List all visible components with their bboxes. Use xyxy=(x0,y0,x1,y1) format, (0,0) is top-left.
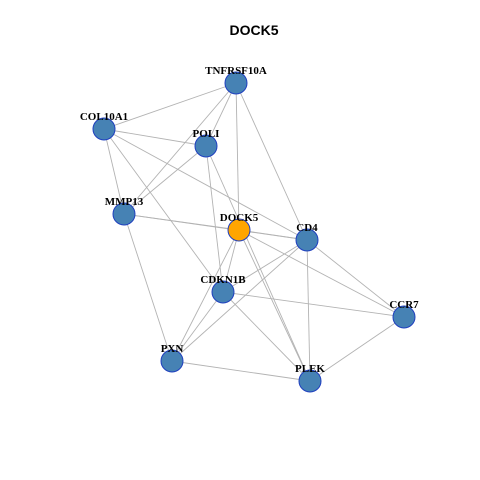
node-cdkn1b xyxy=(211,280,235,304)
node-label-col10a1: COL10A1 xyxy=(80,111,128,123)
node-dock5 xyxy=(227,218,251,242)
node-mmp13 xyxy=(112,202,136,226)
edge-cd4-pxn xyxy=(171,239,308,362)
edge-poli-mmp13 xyxy=(123,145,207,215)
node-ccr7 xyxy=(392,305,416,329)
node-label-dock5: DOCK5 xyxy=(220,212,259,224)
edge-tnfrsf10a-cd4 xyxy=(235,82,308,241)
node-label-plek: PLEK xyxy=(295,363,325,375)
node-label-pxn: PXN xyxy=(161,343,184,355)
node-label-poli: POLI xyxy=(193,128,220,140)
node-label-tnfrsf10a: TNFRSF10A xyxy=(205,65,267,77)
edge-layer xyxy=(103,82,405,382)
node-layer xyxy=(92,71,416,393)
edge-col10a1-mmp13 xyxy=(103,128,125,215)
edge-cdkn1b-pxn xyxy=(171,291,224,362)
node-tnfrsf10a xyxy=(224,71,248,95)
edge-col10a1-poli xyxy=(103,128,207,147)
node-label-mmp13: MMP13 xyxy=(105,196,144,208)
node-pxn xyxy=(160,349,184,373)
edge-tnfrsf10a-poli xyxy=(205,82,237,147)
edge-tnfrsf10a-col10a1 xyxy=(103,82,237,130)
node-col10a1 xyxy=(92,117,116,141)
edge-cdkn1b-plek xyxy=(222,291,311,382)
edge-cdkn1b-ccr7 xyxy=(222,291,405,318)
edge-dock5-plek xyxy=(238,229,311,382)
node-cd4 xyxy=(295,228,319,252)
edge-col10a1-cdkn1b xyxy=(103,128,224,293)
edge-cd4-ccr7 xyxy=(306,239,405,318)
node-plek xyxy=(298,369,322,393)
node-label-cd4: CD4 xyxy=(296,222,318,234)
node-label-ccr7: CCR7 xyxy=(389,299,419,311)
graph-title: DOCK5 xyxy=(229,22,278,38)
edge-ccr7-plek xyxy=(309,316,405,382)
edge-dock5-ccr7 xyxy=(238,229,405,318)
edge-poli-plek xyxy=(205,145,311,382)
edge-cd4-plek xyxy=(306,239,311,382)
edge-tnfrsf10a-mmp13 xyxy=(123,82,237,215)
edge-cd4-cdkn1b xyxy=(222,239,308,293)
edge-pxn-plek xyxy=(171,360,311,382)
node-label-cdkn1b: CDKN1B xyxy=(200,274,246,286)
edge-col10a1-cd4 xyxy=(103,128,308,241)
edge-tnfrsf10a-dock5 xyxy=(235,82,240,231)
edge-dock5-pxn xyxy=(171,229,240,362)
node-poli xyxy=(194,134,218,158)
edge-mmp13-pxn xyxy=(123,213,173,362)
